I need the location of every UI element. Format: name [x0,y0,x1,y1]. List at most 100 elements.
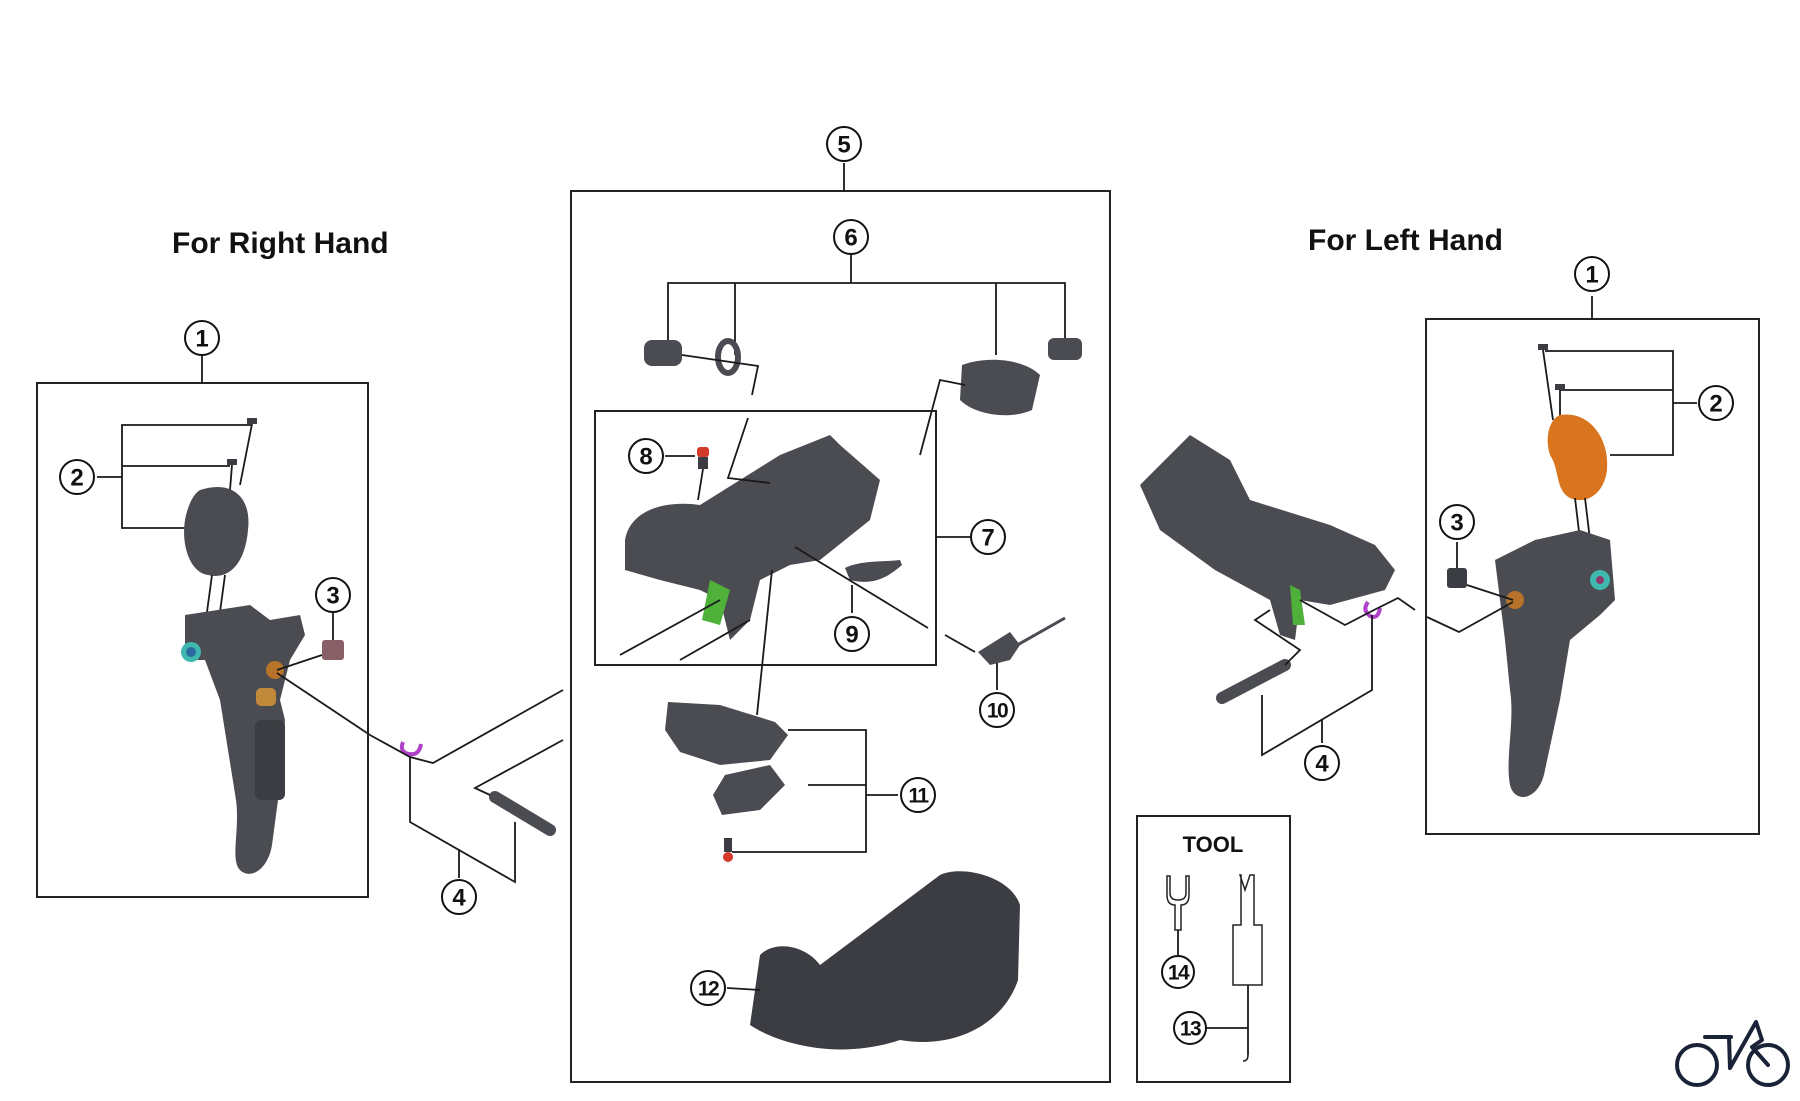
svg-text:11: 11 [908,785,929,808]
svg-text:1: 1 [195,326,208,353]
bolt-icon [1048,338,1082,360]
washer-icon [715,338,741,376]
small-cap [322,640,344,660]
leader-line [1299,596,1416,627]
callout-10: 10 [979,692,1015,728]
pivot-bushing [1506,591,1524,609]
leader-line [276,672,371,736]
callout-3-left: 3 [1439,504,1475,540]
svg-text:9: 9 [845,622,858,649]
clip-icon [1363,600,1382,619]
svg-text:7: 7 [981,525,994,552]
brass-part [256,688,276,706]
leader-line [619,599,721,656]
cover-piece-upper [665,702,788,765]
lever-cover [184,486,249,576]
left-hand-assembly [1140,296,1760,835]
bracket-body [625,435,880,640]
leader-line [276,654,323,671]
pin-icon [489,791,556,836]
leader-line [206,574,213,613]
callout-6: 6 [833,219,869,255]
leader-line [369,689,564,764]
screw-icon [1555,384,1565,390]
leader-line [1584,497,1591,541]
lever-body [185,605,305,874]
callout-5: 5 [826,126,862,162]
screw-icon [724,838,732,852]
leader-line [794,546,929,629]
leader-line [697,468,704,501]
tool-box-frame [1136,815,1291,1083]
svg-text:10: 10 [987,700,1008,723]
svg-text:5: 5 [837,132,850,159]
callout-13: 13 [1173,1011,1207,1045]
callout-2-left: 2 [1698,385,1734,421]
heading-left-hand: For Left Hand [1308,224,1503,257]
svg-text:3: 3 [1450,510,1463,537]
driver-tool-icon [1232,874,1263,986]
leader-line [681,354,760,396]
leader-line [667,282,1066,362]
screw-icon [247,418,257,424]
leader-line [1542,349,1554,421]
svg-text:4: 4 [452,885,466,912]
lever-spring-part [845,560,902,582]
bracket-body-box [594,410,937,666]
callout-4-right: 4 [441,879,477,915]
spring-rod [1011,616,1066,650]
driver-tip [1242,1054,1249,1062]
screw-icon [1538,344,1548,350]
callout-12: 12 [690,970,726,1006]
lever-body-left [1495,530,1615,797]
leader-line [756,569,773,716]
callout-1-right: 1 [184,320,220,356]
screw-icon [227,459,237,465]
callout-8: 8 [628,438,664,474]
lever-part [978,632,1020,665]
svg-text:8: 8 [639,444,652,471]
bracket-body-left [1140,435,1395,640]
bicycle-logo-icon [1675,1020,1790,1087]
svg-text:1: 1 [1585,262,1598,289]
heading-right-hand: For Right Hand [172,227,389,260]
adjust-knob-center [186,647,196,657]
bracket-unit-box [570,190,1111,1083]
leader-line [726,417,771,484]
callout-11: 11 [900,777,936,813]
tool-title: TOOL [1183,832,1244,857]
leader-line [732,729,867,853]
fork-tool-icon [1166,875,1190,931]
spring-icon [1290,585,1305,625]
leader-line [919,378,966,456]
svg-text:14: 14 [1168,962,1190,985]
leader-line [1253,609,1302,666]
callout-1-left: 1 [1574,256,1610,292]
svg-text:6: 6 [844,225,857,252]
svg-text:2: 2 [1709,391,1722,418]
callout-2-right: 2 [59,459,95,495]
pin-icon [1216,659,1291,704]
svg-text:2: 2 [70,465,83,492]
leader-line [726,987,761,991]
bracket-cover [750,871,1020,1050]
callout-9: 9 [834,616,870,652]
screw-icon [698,457,708,469]
small-cap [1447,568,1467,588]
svg-text:12: 12 [698,978,719,1001]
callout-4-left: 4 [1304,745,1340,781]
svg-text:4: 4 [1315,751,1329,778]
pin-and-clip-left [369,689,564,884]
clip-icon [399,741,423,757]
leader-line [473,739,564,796]
screw-head-red [723,852,733,862]
callout-7: 7 [970,519,1006,555]
leader-line [219,574,226,613]
leader-line [679,619,751,661]
callout-3-right: 3 [315,577,351,613]
leader-line [944,634,976,653]
cover-piece-lower [713,765,785,815]
leader-line [1426,601,1514,634]
leader-line [1466,584,1514,601]
